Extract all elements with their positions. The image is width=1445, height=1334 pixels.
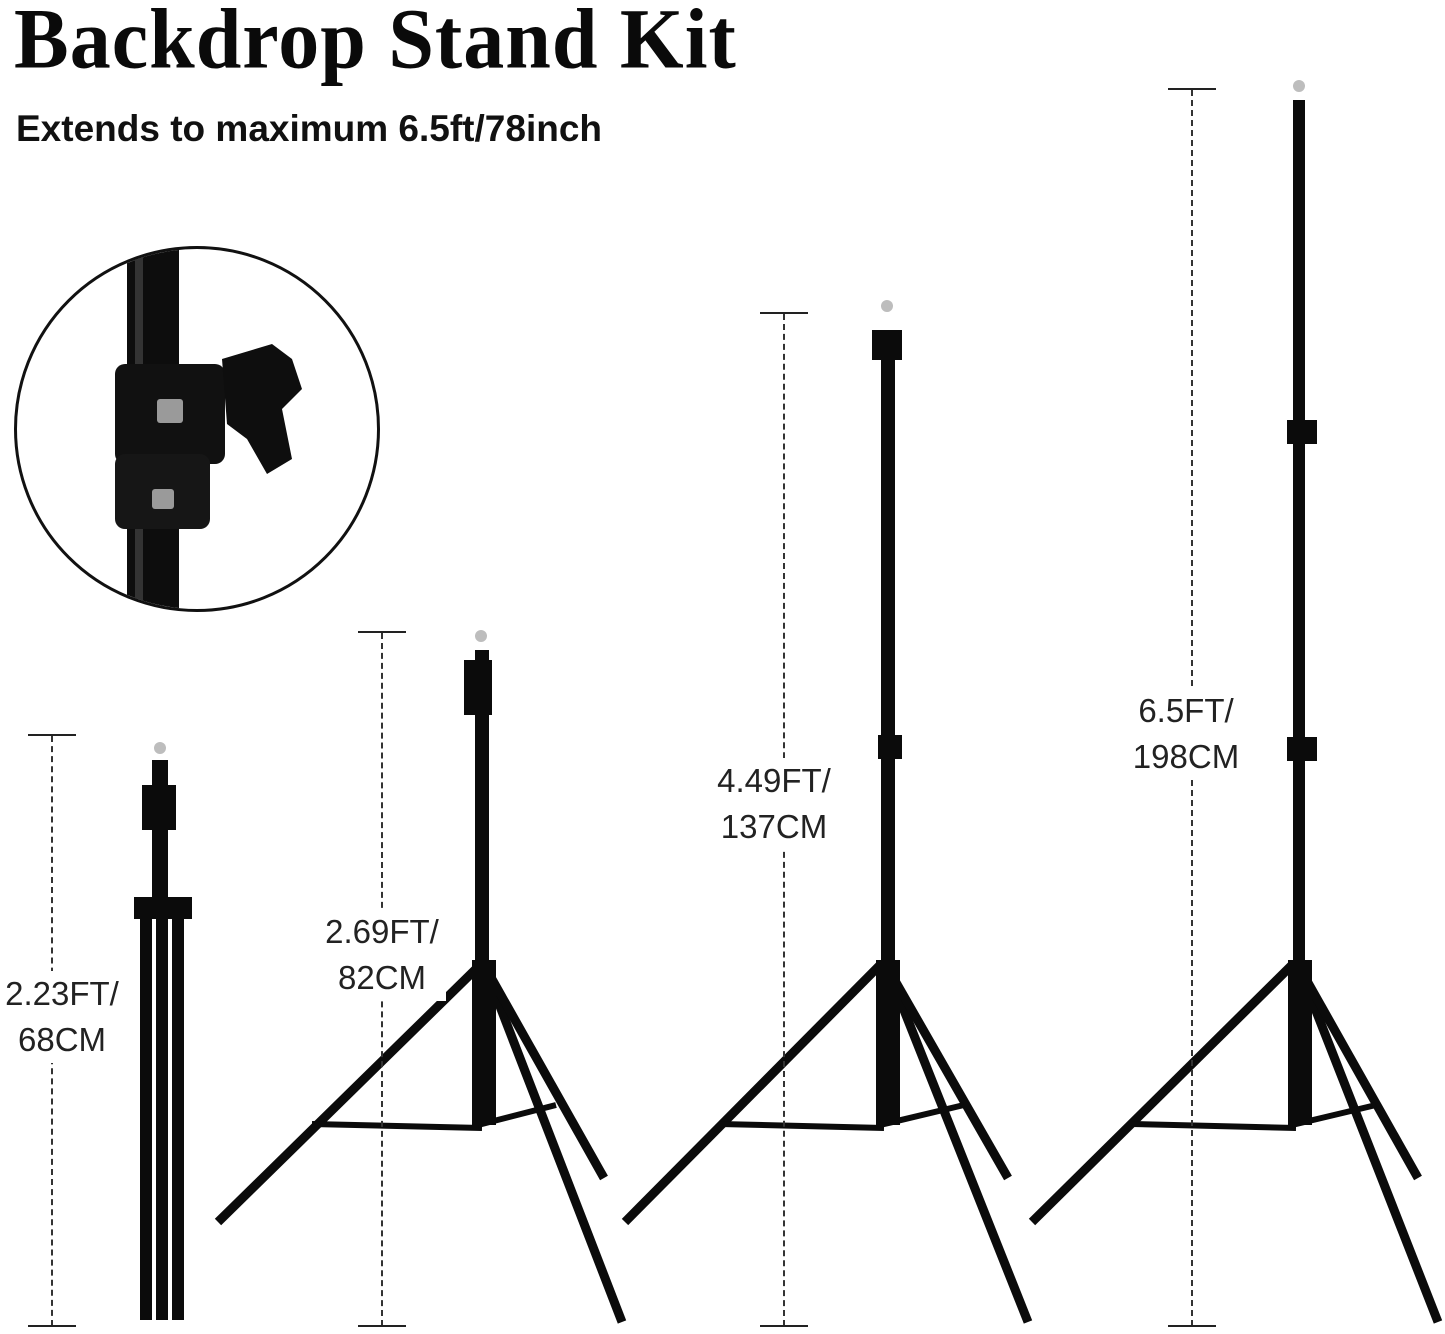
clamp-detail-inset: [14, 246, 380, 612]
dim-cap-top-3: [760, 312, 808, 314]
height-label-minimum: 2.69FT/ 82CM: [318, 909, 446, 1001]
height-ft: 2.23FT/: [5, 975, 119, 1012]
height-label-folded: 2.23FT/ 68CM: [0, 971, 124, 1063]
height-label-medium: 4.49FT/ 137CM: [710, 758, 838, 850]
height-cm: 198CM: [1132, 738, 1240, 775]
dim-cap-top-1: [28, 734, 76, 736]
page-title: Backdrop Stand Kit: [14, 0, 737, 87]
height-cm: 82CM: [337, 959, 427, 996]
height-ft: 2.69FT/: [325, 913, 439, 950]
dim-cap-bottom-4: [1168, 1325, 1216, 1327]
page-subtitle: Extends to maximum 6.5ft/78inch: [16, 108, 603, 149]
dim-cap-bottom-1: [28, 1325, 76, 1327]
height-cm: 137CM: [720, 808, 828, 845]
dim-cap-top-4: [1168, 88, 1216, 90]
height-ft: 6.5FT/: [1138, 692, 1234, 729]
dim-cap-bottom-2: [358, 1325, 406, 1327]
height-cm: 68CM: [17, 1021, 107, 1058]
dim-cap-top-2: [358, 631, 406, 633]
height-ft: 4.49FT/: [717, 762, 831, 799]
clamp-knob-closeup-icon: [115, 249, 302, 609]
dim-cap-bottom-3: [760, 1325, 808, 1327]
height-label-maximum: 6.5FT/ 198CM: [1126, 688, 1246, 780]
